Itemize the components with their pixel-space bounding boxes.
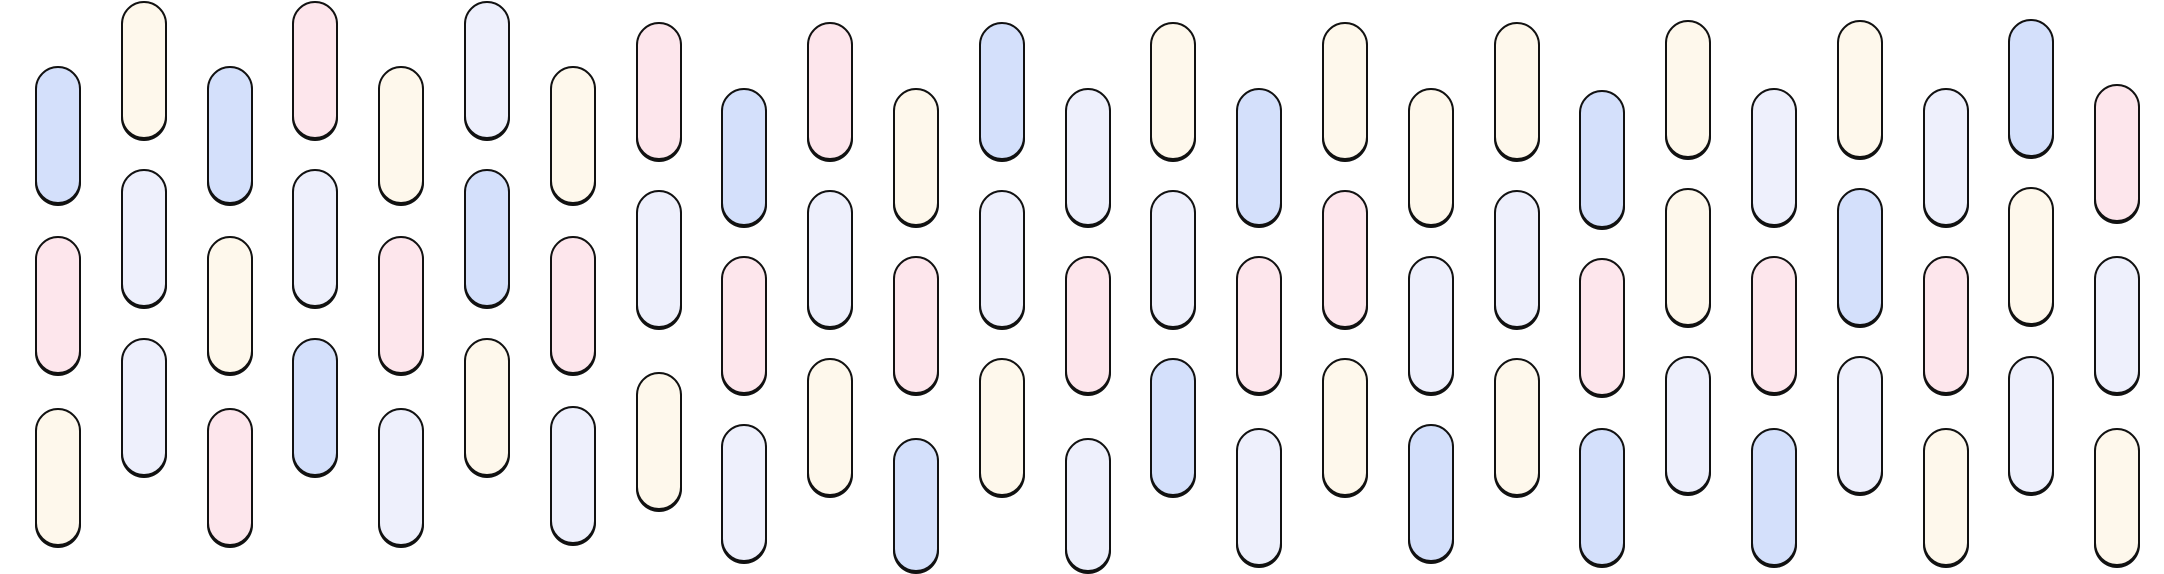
capsule-lavender [1408, 256, 1454, 394]
capsule-cream [1322, 358, 1368, 496]
capsule-lavender [2008, 356, 2054, 494]
capsule-pink [207, 408, 253, 546]
capsule-cream [121, 1, 167, 139]
capsule-blue [1751, 428, 1797, 566]
capsule-cream [807, 358, 853, 496]
capsule-lavender [1065, 88, 1111, 226]
capsule-lavender [378, 408, 424, 546]
capsule-cream [1665, 20, 1711, 158]
capsule-pink [35, 236, 81, 374]
capsule-cream [550, 66, 596, 204]
capsule-blue [1579, 90, 1625, 228]
capsule-blue [1837, 188, 1883, 326]
capsule-cream [2094, 428, 2140, 566]
capsule-cream [979, 358, 1025, 496]
capsule-blue [979, 22, 1025, 160]
capsule-blue [292, 338, 338, 476]
capsule-lavender [550, 406, 596, 544]
capsule-pink [1236, 256, 1282, 394]
capsule-cream [1494, 22, 1540, 160]
capsule-pink [1322, 190, 1368, 328]
capsule-blue [207, 66, 253, 204]
capsule-pink [1579, 258, 1625, 396]
capsule-cream [1665, 188, 1711, 326]
capsule-pink [2094, 84, 2140, 222]
capsule-lavender [292, 169, 338, 307]
capsule-lavender [807, 190, 853, 328]
capsule-cream [1837, 20, 1883, 158]
capsule-lavender [1665, 356, 1711, 494]
capsule-lavender [636, 190, 682, 328]
capsule-blue [1150, 358, 1196, 496]
capsule-pink [807, 22, 853, 160]
capsule-cream [1408, 88, 1454, 226]
capsule-cream [636, 372, 682, 510]
capsule-lavender [1065, 438, 1111, 572]
capsule-lavender [1236, 428, 1282, 566]
capsule-lavender [979, 190, 1025, 328]
capsule-cream [207, 236, 253, 374]
capsule-cream [35, 408, 81, 546]
capsule-blue [1408, 424, 1454, 562]
capsule-cream [378, 66, 424, 204]
capsule-pink [1065, 256, 1111, 394]
capsule-pink [1751, 256, 1797, 394]
capsule-cream [1494, 358, 1540, 496]
capsule-pink [378, 236, 424, 374]
capsule-pink [893, 256, 939, 394]
capsule-cream [893, 88, 939, 226]
capsule-lavender [721, 424, 767, 562]
capsule-pink [1923, 256, 1969, 394]
capsule-blue [464, 169, 510, 307]
capsule-pink [721, 256, 767, 394]
capsule-cream [1322, 22, 1368, 160]
capsule-blue [1236, 88, 1282, 226]
capsule-blue [2008, 19, 2054, 157]
capsule-blue [721, 88, 767, 226]
capsule-lavender [1494, 190, 1540, 328]
capsule-cream [2008, 187, 2054, 325]
capsule-cream [1150, 22, 1196, 160]
capsule-lavender [2094, 256, 2140, 394]
capsule-lavender [1751, 88, 1797, 226]
capsule-lavender [121, 338, 167, 476]
capsule-pink [636, 22, 682, 160]
capsule-cream [1923, 428, 1969, 566]
capsule-blue [1579, 428, 1625, 566]
capsule-lavender [1837, 356, 1883, 494]
capsule-lavender [1923, 88, 1969, 226]
capsule-pink [550, 236, 596, 374]
capsule-cream [464, 338, 510, 476]
capsule-pink [292, 1, 338, 139]
capsule-blue [35, 66, 81, 204]
capsule-lavender [464, 1, 510, 139]
capsule-lavender [121, 169, 167, 307]
capsule-lavender [1150, 190, 1196, 328]
capsule-blue [893, 438, 939, 572]
